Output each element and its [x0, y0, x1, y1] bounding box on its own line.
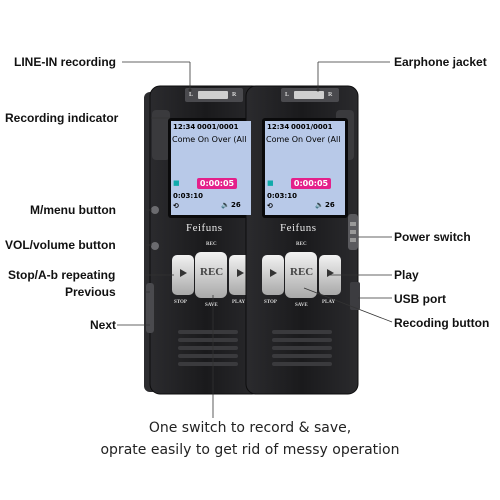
record-timer: 0:00:05: [291, 178, 331, 189]
jack-right-label: R: [232, 92, 237, 98]
callout-stop-ab: Stop/A-b repeating: [8, 268, 116, 282]
callout-previous: Previous: [65, 285, 116, 299]
repeat-icon: ⟲: [267, 202, 273, 210]
callout-usb: USB port: [394, 292, 446, 306]
volume-level: 26: [325, 201, 335, 209]
headphone-icon: ■: [173, 179, 180, 187]
track-title: Come On Over (All: [266, 135, 341, 144]
callout-play: Play: [394, 268, 419, 282]
stop-label: STOP: [174, 300, 187, 305]
save-label: SAVE: [295, 303, 308, 308]
prev-next-side-switch[interactable]: [146, 283, 154, 333]
track-number: 0001/0001: [197, 123, 239, 131]
speaker-grille-right: [272, 330, 332, 366]
rec-button[interactable]: [285, 252, 317, 298]
callout-line-in: LINE-IN recording: [14, 55, 117, 69]
callout-power-switch: Power switch: [394, 230, 471, 244]
lcd-screen-right: 12:34 0001/0001 Come On Over (All 0:00:0…: [265, 121, 345, 215]
brand-label-right: Feifuns: [280, 222, 317, 234]
callout-earphone: Earphone jacket: [394, 55, 487, 69]
menu-side-button[interactable]: [151, 206, 159, 214]
jack-left-label: L: [285, 92, 290, 98]
record-timer: 0:00:05: [197, 178, 237, 189]
volume-icon: 🔈: [315, 201, 324, 209]
rec-key-label: REC: [290, 266, 314, 278]
stop-label: STOP: [264, 300, 277, 305]
save-label: SAVE: [205, 303, 218, 308]
repeat-icon: ⟲: [173, 202, 179, 210]
headphone-icon: ■: [267, 179, 274, 187]
callout-recording-indicator: Recording indicator: [5, 111, 119, 125]
callout-volume-button: VOL/volume button: [5, 238, 116, 252]
callout-rec-button: Recoding button: [394, 316, 490, 330]
rec-small-label: REC: [206, 242, 217, 247]
track-title: Come On Over (All: [172, 135, 247, 144]
jack-right-label: R: [328, 92, 333, 98]
rec-button-left[interactable]: [195, 252, 227, 298]
lcd-screen-left: 12:34 0001/0001 Come On Over (All 0:00:0…: [171, 121, 251, 215]
usb-port: [350, 282, 360, 310]
clock: 12:34: [173, 123, 196, 131]
volume-icon: 🔈: [221, 201, 230, 209]
play-label: PLAY: [232, 300, 246, 305]
track-number: 0001/0001: [291, 123, 333, 131]
callout-menu-button: M/menu button: [30, 203, 116, 217]
clock: 12:34: [267, 123, 290, 131]
jack-left-label: L: [189, 92, 194, 98]
play-label: PLAY: [322, 300, 336, 305]
callout-next: Next: [90, 318, 117, 332]
speaker-grille-left: [178, 330, 238, 366]
rec-small-label: REC: [296, 242, 307, 247]
brand-label-left: Feifuns: [186, 222, 223, 234]
rec-key-label: REC: [200, 266, 224, 278]
caption-line-1: One switch to record & save,: [148, 420, 352, 436]
leader-lines: [117, 61, 393, 418]
volume-side-button[interactable]: [151, 242, 159, 250]
volume-level: 26: [231, 201, 241, 209]
elapsed-time: 0:03:10: [267, 192, 297, 200]
elapsed-time: 0:03:10: [173, 192, 203, 200]
caption-line-2: oprate easily to get rid of messy operat…: [100, 442, 400, 458]
